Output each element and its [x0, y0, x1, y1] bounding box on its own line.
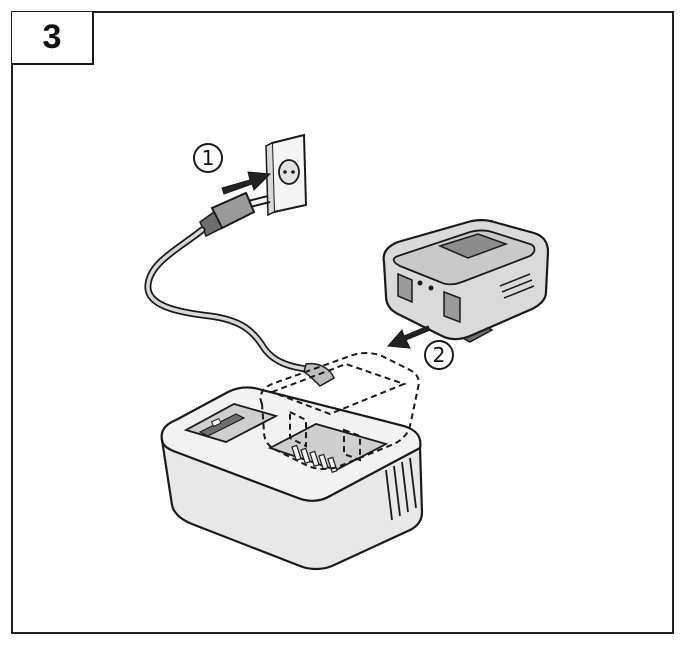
battery-pack-icon — [382, 219, 550, 343]
slide-battery-arrow-icon — [386, 325, 431, 349]
step-number-badge: 3 — [12, 12, 94, 65]
callout-step-1: 1 — [193, 143, 223, 173]
wall-outlet-icon — [265, 133, 308, 217]
figure-frame — [11, 11, 674, 634]
charger-base-icon — [160, 362, 424, 571]
insert-plug-arrow-icon — [221, 171, 272, 195]
battery-placement-outline — [259, 352, 420, 470]
callout-step-2: 2 — [424, 340, 454, 370]
power-plug-icon — [199, 191, 271, 238]
